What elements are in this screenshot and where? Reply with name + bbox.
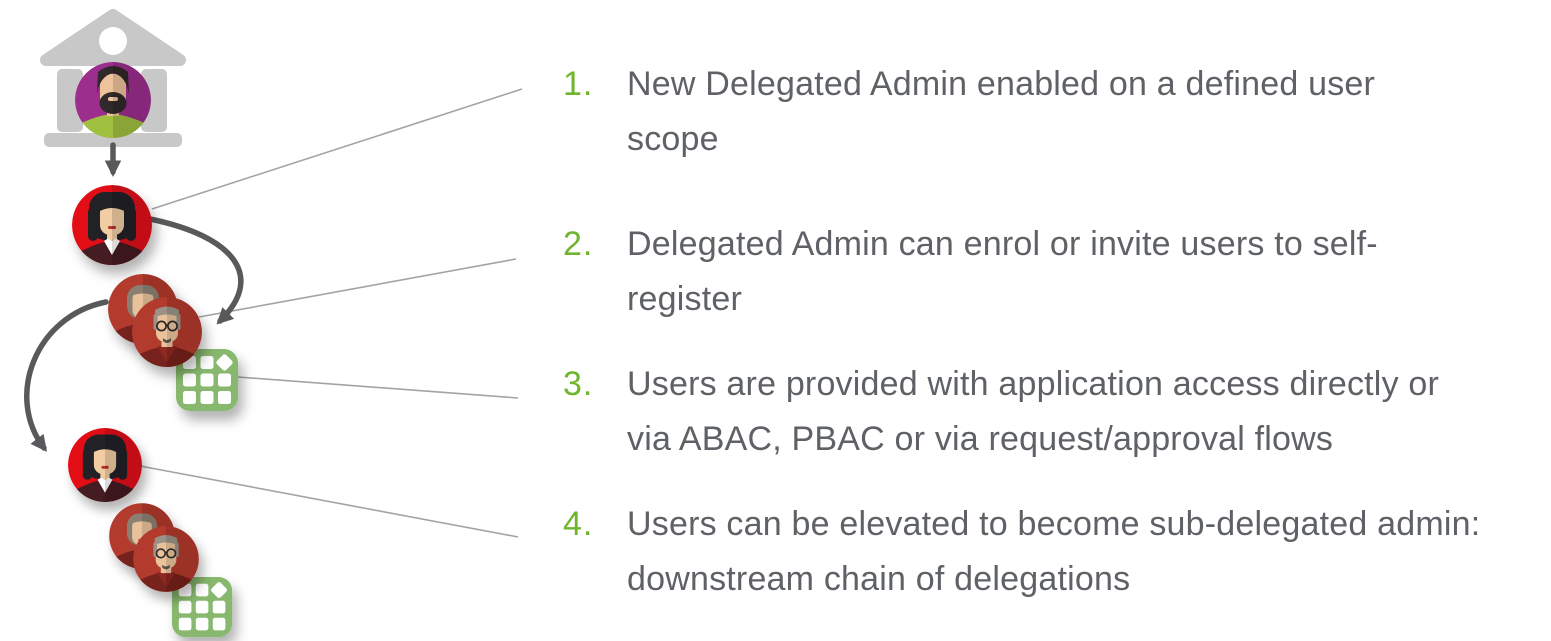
arrow-admin-to-users [147, 216, 244, 325]
step-text-line: New Delegated Admin enabled on a defined… [627, 65, 1376, 103]
step-item-1: 1. New Delegated Admin enabled on a defi… [563, 57, 1375, 167]
flow-arrows [24, 142, 244, 452]
connector-lines [139, 88, 523, 538]
step-number: 1. [563, 65, 594, 103]
sub-delegated-admin-avatar [68, 428, 142, 502]
sub-user-avatar-front [133, 526, 199, 592]
step-item-4: 4. Users can be elevated to become sub-d… [563, 497, 1480, 607]
step-item-3: 3. Users are provided with application a… [563, 357, 1439, 467]
user-avatar-front [132, 297, 202, 367]
connector-line-step3 [237, 376, 519, 399]
connector-line-step4 [139, 465, 519, 538]
step-text-line: downstream chain of delegations [627, 560, 1131, 598]
step-number: 4. [563, 505, 594, 543]
step-text-line: via ABAC, PBAC or via request/approval f… [627, 420, 1334, 458]
step-text-line: register [627, 280, 742, 318]
delegated-admin-avatar [72, 185, 152, 265]
step-text-line: scope [627, 120, 719, 158]
step-text-line: Users are provided with application acce… [627, 365, 1440, 403]
org-admin-avatar [75, 62, 151, 138]
step-text-line: Users can be elevated to become sub-dele… [627, 505, 1481, 543]
step-text-line: Delegated Admin can enrol or invite user… [627, 225, 1378, 263]
step-item-2: 2. Delegated Admin can enrol or invite u… [563, 217, 1378, 327]
connector-line-step1 [151, 88, 523, 210]
arrow-users-to-subadmin [24, 299, 109, 452]
step-number: 3. [563, 365, 594, 403]
step-number: 2. [563, 225, 594, 263]
connector-line-step2 [198, 258, 517, 318]
